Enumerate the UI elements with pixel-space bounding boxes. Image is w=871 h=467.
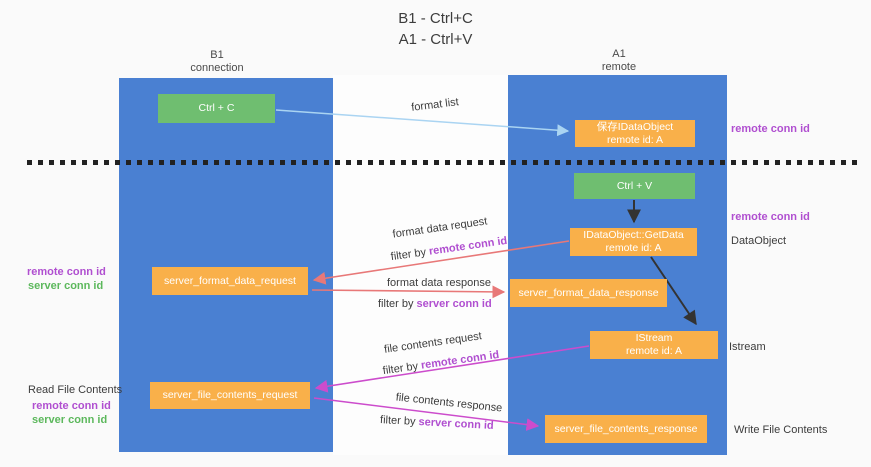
side-label-remote-conn-id-mid-right: remote conn id: [731, 211, 810, 223]
side-label-server-conn-id-top-left: server conn id: [28, 280, 104, 292]
node-ctrl-c-label: Ctrl + C: [198, 102, 235, 114]
label-filter-server-conn-id-1: filter by server conn id: [378, 298, 492, 310]
side-label-remote-conn-id-top-left: remote conn id: [27, 266, 106, 278]
node-server-format-data-response: server_format_data_response: [510, 279, 667, 307]
node-server-format-data-request-label: server_format_data_request: [164, 274, 296, 287]
column-header-a1: A1 remote: [559, 48, 679, 74]
node-istream-line2: remote id: A: [625, 345, 683, 357]
phase-separator-line: [27, 160, 862, 165]
node-idataobject-getdata-line2: remote id: A: [605, 242, 662, 254]
column-a1-role: remote: [601, 61, 637, 73]
node-save-idataobject-line1: 保存IDataObject: [596, 120, 674, 133]
side-label-dataobject: DataObject: [731, 235, 787, 247]
node-server-format-data-request: server_format_data_request: [152, 267, 308, 295]
column-a1-name: A1: [612, 48, 626, 60]
node-ctrl-v: Ctrl + V: [574, 173, 695, 199]
node-server-file-contents-response-label: server_file_contents_response: [554, 422, 698, 435]
node-server-file-contents-request-label: server_file_contents_request: [162, 389, 298, 401]
side-label-remote-conn-id-bottom-left: remote conn id: [32, 400, 111, 412]
side-label-server-conn-id-bottom-left: server conn id: [32, 414, 108, 426]
diagram-title: B1 - Ctrl+C A1 - Ctrl+V: [0, 8, 871, 50]
node-istream-line1: IStream: [635, 332, 673, 344]
filter-by-text: filter by: [379, 414, 419, 429]
column-b1-name: B1: [210, 49, 224, 61]
side-label-remote-conn-id-top-right: remote conn id: [731, 123, 810, 135]
title-line-1: B1 - Ctrl+C: [398, 10, 473, 27]
column-b1-role: connection: [190, 62, 244, 74]
node-save-idataobject-line2: remote id: A: [606, 133, 664, 146]
side-label-istream: Istream: [729, 341, 766, 353]
node-save-idataobject: 保存IDataObject remote id: A: [575, 120, 695, 147]
node-istream: IStream remote id: A: [590, 331, 718, 359]
side-label-read-file-contents: Read File Contents: [28, 384, 123, 396]
label-format-data-response-text: format data response: [387, 277, 491, 289]
node-server-file-contents-request: server_file_contents_request: [150, 382, 310, 409]
node-server-file-contents-response: server_file_contents_response: [545, 415, 707, 443]
column-header-b1: B1 connection: [157, 49, 277, 75]
filter-by-text: filter by: [378, 298, 417, 310]
node-ctrl-v-label: Ctrl + V: [616, 179, 653, 192]
node-idataobject-getdata-line1: IDataObject::GetData: [583, 229, 684, 241]
node-server-format-data-response-label: server_format_data_response: [518, 286, 659, 299]
node-idataobject-getdata: IDataObject::GetData remote id: A: [570, 228, 697, 256]
title-line-2: A1 - Ctrl+V: [398, 31, 473, 48]
side-label-write-file-contents: Write File Contents: [734, 424, 828, 436]
label-format-data-response: format data response: [387, 277, 491, 289]
node-ctrl-c: Ctrl + C: [158, 94, 275, 123]
server-conn-id-text: server conn id: [416, 298, 492, 310]
